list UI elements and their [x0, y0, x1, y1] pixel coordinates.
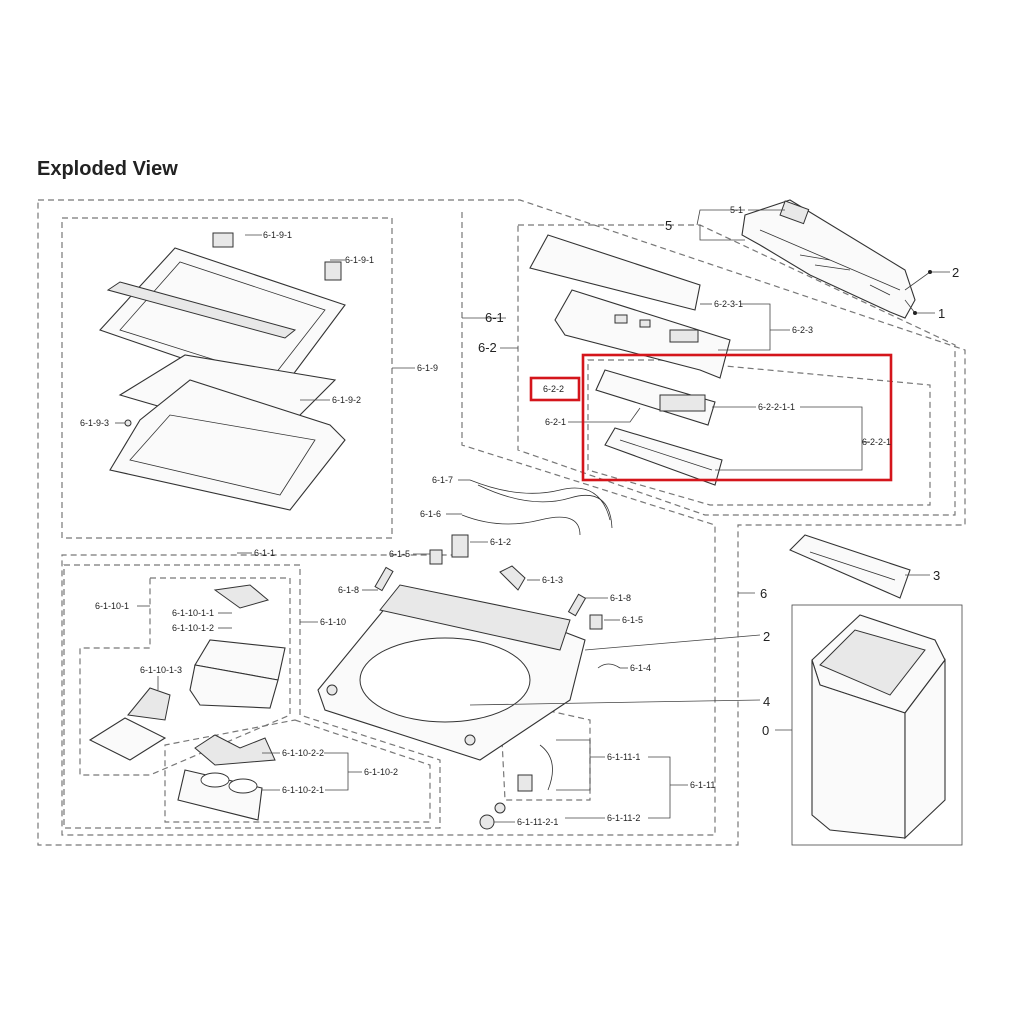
- highlight-box-6-2-2: [581, 353, 893, 482]
- group-6-1-9-outline: [61, 217, 393, 539]
- hose-6-1-11-1: [539, 744, 553, 791]
- leader-6-2-3: [718, 303, 790, 351]
- label-6-1-7: 6-1-7: [432, 475, 453, 485]
- panel-frame-6-2-3: [554, 289, 731, 379]
- group-6-1-10-2-outline: [164, 719, 431, 823]
- label-6-1-9-1a: 6-1-9-1: [263, 230, 292, 240]
- leader-6-2-2-1: [715, 406, 870, 471]
- part-6-1-10-2-2: [194, 734, 276, 766]
- label-6-1-10-1: 6-1-10-1: [95, 601, 129, 611]
- label-6-1-10-1-3: 6-1-10-1-3: [140, 665, 182, 675]
- cap-6-1-11-2-1: [479, 814, 495, 830]
- label-6-1-8a: 6-1-8: [338, 585, 359, 595]
- label-6-1-2: 6-1-2: [490, 537, 511, 547]
- tray-6-1-10-1: [88, 717, 167, 761]
- label-6-1-9: 6-1-9: [417, 363, 438, 373]
- label-6-1-11-1: 6-1-11-1: [607, 752, 640, 762]
- drawer-6-1-10-2: [177, 769, 263, 821]
- label-6-1: 6-1: [485, 310, 504, 325]
- label-6-2-3-1: 6-2-3-1: [714, 299, 743, 309]
- part-6-1-4: [597, 663, 621, 669]
- leader-2b: [584, 634, 761, 651]
- group-6-outline: [37, 199, 966, 846]
- pcb-holder-6-2-2-1: [604, 427, 723, 486]
- leader-2a: [904, 271, 950, 291]
- label-1: 1: [938, 306, 945, 321]
- washer-0: [811, 614, 946, 840]
- pcb-6-2-2: [595, 369, 716, 426]
- part-6-1-5a: [429, 549, 443, 565]
- leader-6-2-1: [568, 407, 641, 423]
- diagram-title: Exploded View: [37, 158, 178, 180]
- highlight-label-box-6-2-2: [529, 376, 581, 402]
- part-3: [789, 534, 911, 599]
- label-6-1-3: 6-1-3: [542, 575, 563, 585]
- control-panel-5: [741, 199, 916, 319]
- part-6-1-5b: [589, 614, 603, 630]
- label-6-1-5b: 6-1-5: [622, 615, 643, 625]
- label-6-1-10-2-2: 6-1-10-2-2: [282, 748, 324, 758]
- label-3: 3: [933, 568, 940, 583]
- hinge-6-1-9-1b: [324, 261, 342, 281]
- label-6-1-11-2-1: 6-1-11-2-1: [517, 817, 558, 827]
- panel-cover-6-2-3-1: [529, 234, 701, 311]
- dispenser-6-1-10-1: [189, 639, 286, 709]
- group-6-1-outline: [61, 212, 716, 836]
- wire-harness-6-1-7: [469, 479, 613, 529]
- wire-harness-6-1-6: [461, 514, 581, 536]
- label-2b: 2: [763, 629, 770, 644]
- label-6-1-4: 6-1-4: [630, 663, 651, 673]
- label-6-1-10: 6-1-10: [320, 617, 346, 627]
- label-6-2-1: 6-2-1: [545, 417, 566, 427]
- leader-5: [696, 209, 745, 241]
- label-6-1-11-2: 6-1-11-2: [607, 813, 640, 823]
- leader-6-1-11-1: [556, 739, 605, 791]
- label-5-1: 5-1: [730, 205, 743, 215]
- part-6-1-11-2: [517, 774, 533, 792]
- label-6-1-11: 6-1-11: [690, 780, 715, 790]
- hinge-6-1-9-1a: [212, 232, 234, 248]
- label-6-1-5a: 6-1-5: [389, 549, 410, 559]
- label-5: 5: [665, 218, 672, 233]
- label-6-2-2: 6-2-2: [543, 384, 564, 394]
- label-6-1-10-2-1: 6-1-10-2-1: [282, 785, 324, 795]
- leader-4: [469, 699, 761, 706]
- part-6-1-10-1-1: [213, 584, 270, 609]
- label-2: 2: [952, 265, 959, 280]
- label-6-2-2-1-1: 6-2-2-1-1: [758, 402, 795, 412]
- label-6-1-9-2: 6-1-9-2: [332, 395, 361, 405]
- cap-6-1-11-2: [494, 802, 506, 814]
- part-6-1-3: [499, 565, 526, 591]
- top-cover-6-1: [317, 584, 586, 761]
- label-6-2-2-1: 6-2-2-1: [862, 437, 891, 447]
- label-6-1-8b: 6-1-8: [610, 593, 631, 603]
- sensor-6-1-2: [451, 534, 469, 558]
- part-6-1-9-3-icon: [124, 419, 132, 427]
- label-0: 0: [762, 723, 769, 738]
- label-6-2: 6-2: [478, 340, 497, 355]
- label-6-1-9-1b: 6-1-9-1: [345, 255, 374, 265]
- label-6-1-9-3: 6-1-9-3: [80, 418, 109, 428]
- label-6-1-10-1-1: 6-1-10-1-1: [172, 608, 214, 618]
- screw-2-icon: [928, 270, 932, 274]
- part-6-1-10-1-3: [127, 687, 171, 721]
- group-6-1-11-outline: [499, 699, 591, 801]
- part-6-1-8b: [567, 593, 587, 617]
- label-6-2-3: 6-2-3: [792, 325, 813, 335]
- leader-6-1-10-2: [324, 752, 362, 791]
- label-6: 6: [760, 586, 767, 601]
- section-0-box: [791, 604, 963, 846]
- group-6-1-10-outline: [63, 564, 441, 829]
- label-6-1-6: 6-1-6: [420, 509, 441, 519]
- label-6-1-10-1-2: 6-1-10-1-2: [172, 623, 214, 633]
- group-6-1-10-1-outline: [79, 577, 291, 776]
- label-4: 4: [763, 694, 770, 709]
- label-6-1-10-2: 6-1-10-2: [364, 767, 398, 777]
- leader-6-1-11: [648, 756, 688, 819]
- lid-frame-6-1-9: [109, 379, 346, 511]
- label-6-1-1: 6-1-1: [254, 548, 275, 558]
- screw-1-icon: [913, 311, 917, 315]
- part-6-1-8a: [374, 566, 394, 592]
